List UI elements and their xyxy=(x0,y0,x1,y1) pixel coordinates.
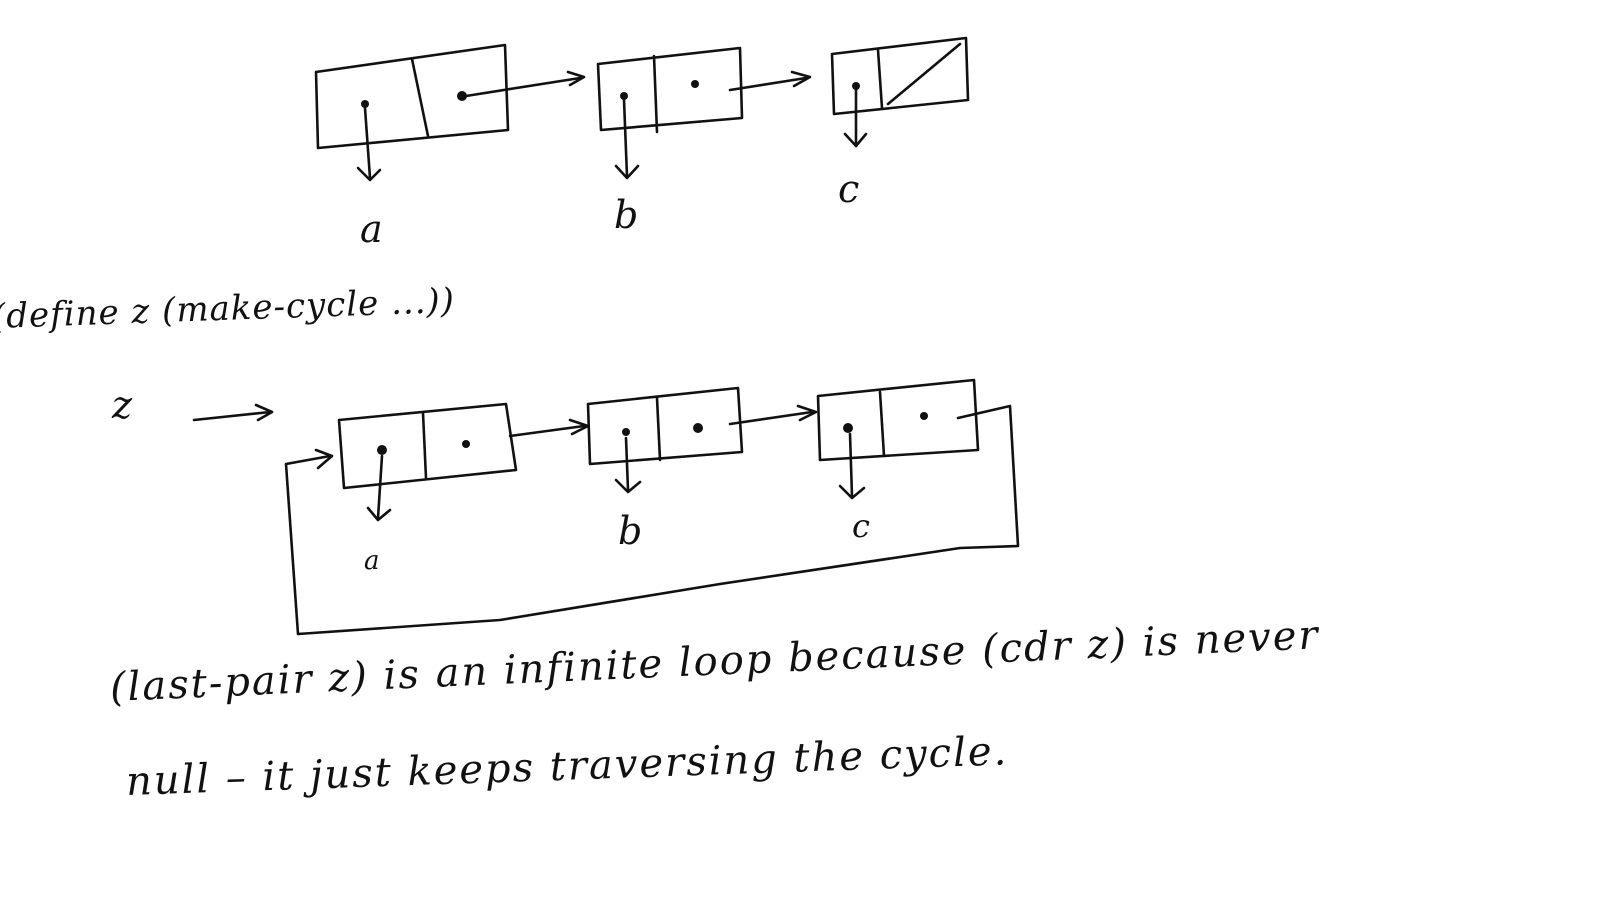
top-pair-2-car-arrow xyxy=(622,98,629,178)
cycle-pair-2-cdr-dot xyxy=(693,423,703,433)
cycle-label-a: a xyxy=(364,546,380,576)
top-pair-1-cdr-arrowhead xyxy=(566,70,586,87)
cycle-pair-3 xyxy=(816,378,980,500)
top-pair-1-box xyxy=(314,43,510,150)
top-pair-1 xyxy=(314,43,586,182)
cycle-pair-3-car-arrowhead xyxy=(838,484,866,500)
top-pair-2-car-arrowhead xyxy=(614,164,640,180)
cycle-pair-2-cdr-arrowhead xyxy=(796,404,818,422)
cycle-pair-1 xyxy=(337,402,590,522)
top-pair-2-cdr-dot xyxy=(691,80,699,88)
cycle-pair-1-box xyxy=(337,402,518,490)
top-pair-1-cdr-dot xyxy=(457,91,467,101)
cycle-pair-3-car-dot xyxy=(843,423,853,433)
cycle-pair-2-car-arrow xyxy=(624,436,630,492)
top-pair-2-cdr-arrowhead xyxy=(790,70,812,88)
cycle-pair-1-divider xyxy=(421,411,428,480)
top-list xyxy=(314,36,970,182)
top-pair-1-car-arrowhead xyxy=(356,166,382,182)
cycle-pair-2 xyxy=(586,386,818,494)
top-pair-3-box xyxy=(830,36,970,116)
top-pair-2-divider xyxy=(652,54,659,134)
cycle-back-link-arrowhead xyxy=(314,448,334,470)
top-label-a: a xyxy=(360,207,383,251)
nil-slash-icon xyxy=(886,42,962,106)
top-pair-2-car-dot xyxy=(620,92,628,100)
cycle-pair-2-box xyxy=(586,386,744,466)
z-pointer-label: z xyxy=(112,383,133,427)
cycle-pair-3-car-arrow xyxy=(848,432,854,498)
top-pair-1-divider xyxy=(410,57,430,138)
cycle-label-b: b xyxy=(618,509,643,553)
cycle-pair-2-cdr-arrow xyxy=(728,410,814,426)
top-pair-1-car-dot xyxy=(361,100,369,108)
cycle-pair-1-car-arrowhead xyxy=(366,506,392,522)
cycle-pair-3-cdr-dot xyxy=(920,412,928,420)
top-pair-1-car-arrow xyxy=(363,106,372,180)
cycle-pair-3-divider xyxy=(878,390,886,458)
top-pair-1-cdr-arrow xyxy=(464,76,582,98)
cycle-pair-1-cdr-dot xyxy=(462,440,470,448)
top-label-c: c xyxy=(838,167,860,211)
z-pointer-arrowhead xyxy=(254,403,274,422)
cycle-list xyxy=(192,378,1020,636)
top-pair-2 xyxy=(596,46,812,180)
top-pair-3-divider xyxy=(876,48,884,110)
cycle-pair-2-divider xyxy=(655,396,662,462)
cycle-pair-1-car-arrow xyxy=(376,454,384,520)
cycle-back-link-arrow xyxy=(284,404,1020,636)
cycle-pair-3-box xyxy=(816,378,980,462)
top-pair-3-car-dot xyxy=(852,82,860,90)
cycle-pair-2-car-dot xyxy=(622,428,630,436)
cycle-pair-1-car-dot xyxy=(377,445,387,455)
cycle-label-c: c xyxy=(852,507,870,545)
top-label-b: b xyxy=(614,193,639,237)
top-pair-3-car-arrowhead xyxy=(843,132,868,148)
top-pair-2-cdr-arrow xyxy=(728,76,808,92)
cycle-pair-2-car-arrowhead xyxy=(614,478,642,494)
top-pair-3 xyxy=(830,36,970,148)
cycle-pair-1-cdr-arrow xyxy=(508,424,586,438)
z-pointer-arrow xyxy=(192,410,272,422)
top-pair-2-box xyxy=(596,46,744,132)
